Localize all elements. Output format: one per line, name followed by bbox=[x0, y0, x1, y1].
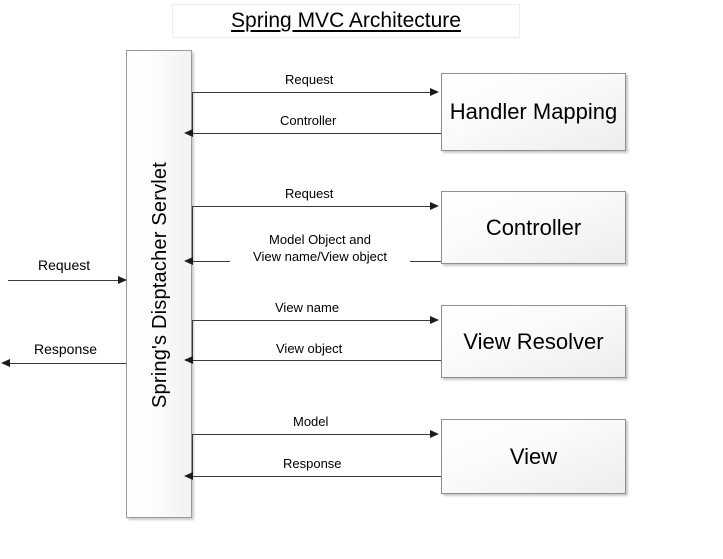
edge-handler-vertical-connector bbox=[192, 92, 193, 133]
edge-resolver-viewobject-line bbox=[192, 360, 441, 361]
node-view-resolver-label: View Resolver bbox=[463, 328, 604, 354]
edge-view-response-label: Response bbox=[280, 456, 345, 471]
external-response-arrowhead-icon bbox=[1, 358, 10, 367]
edge-view-model-label: Model bbox=[290, 414, 332, 429]
edge-controller-model-label-line2: View name/View object bbox=[230, 248, 410, 265]
external-response-line bbox=[10, 363, 126, 364]
edge-view-response-line bbox=[192, 476, 441, 477]
edge-controller-vertical-connector bbox=[192, 206, 193, 261]
edge-handler-controller-label: Controller bbox=[277, 113, 340, 128]
edge-handler-request-arrowhead-icon bbox=[430, 87, 439, 96]
external-request-arrowhead-icon bbox=[118, 275, 127, 284]
node-controller: Controller bbox=[441, 191, 626, 264]
edge-handler-controller-line bbox=[192, 133, 441, 134]
dispatcher-servlet-box: Spring's Disptacher Servlet bbox=[126, 50, 192, 518]
title-box: Spring MVC Architecture bbox=[172, 4, 520, 38]
page-title: Spring MVC Architecture bbox=[231, 9, 461, 32]
external-request-line bbox=[8, 280, 120, 281]
edge-resolver-viewname-line bbox=[192, 320, 432, 321]
external-response-label: Response bbox=[31, 341, 101, 357]
edge-view-model-line bbox=[192, 434, 432, 435]
edge-controller-request-label: Request bbox=[282, 186, 337, 201]
edge-handler-controller-arrowhead-icon bbox=[184, 128, 193, 137]
dispatcher-servlet-label: Spring's Disptacher Servlet bbox=[148, 162, 171, 408]
edge-controller-model-label: Model Object and View name/View object bbox=[230, 231, 410, 265]
dispatcher-servlet-label-wrap: Spring's Disptacher Servlet bbox=[127, 51, 193, 519]
node-handler-mapping: Handler Mapping bbox=[441, 73, 626, 151]
edge-controller-model-label-line1: Model Object and bbox=[230, 231, 410, 248]
node-view-label: View bbox=[509, 443, 558, 469]
node-controller-label: Controller bbox=[485, 214, 582, 240]
edge-resolver-vertical-connector bbox=[192, 320, 193, 360]
edge-view-response-arrowhead-icon bbox=[184, 471, 193, 480]
edge-resolver-viewname-label: View name bbox=[272, 300, 343, 315]
node-view-resolver: View Resolver bbox=[441, 305, 626, 378]
edge-view-vertical-connector bbox=[192, 434, 193, 476]
node-handler-mapping-label: Handler Mapping bbox=[449, 99, 618, 124]
edge-resolver-viewobject-arrowhead-icon bbox=[184, 355, 193, 364]
edge-resolver-viewname-arrowhead-icon bbox=[430, 315, 439, 324]
edge-resolver-viewobject-label: View object bbox=[273, 341, 346, 356]
edge-handler-request-label: Request bbox=[282, 72, 337, 87]
edge-view-model-arrowhead-icon bbox=[430, 429, 439, 438]
edge-controller-request-arrowhead-icon bbox=[430, 201, 439, 210]
edge-controller-request-line bbox=[192, 206, 432, 207]
edge-controller-model-arrowhead-icon bbox=[184, 256, 193, 265]
external-request-label: Request bbox=[35, 257, 94, 273]
node-view: View bbox=[441, 419, 626, 494]
edge-handler-request-line bbox=[192, 92, 432, 93]
